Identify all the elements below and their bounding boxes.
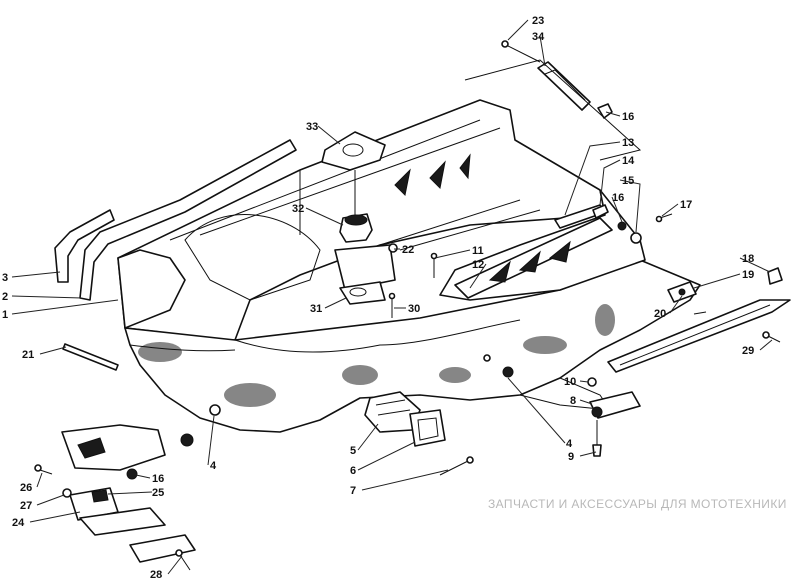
- callout-23: 23: [532, 15, 544, 27]
- lower-left-bracket: [34, 404, 221, 571]
- callout-11: 11: [472, 245, 484, 257]
- callout-21: 21: [22, 349, 34, 361]
- callout-33: 33: [306, 121, 318, 133]
- rod: [62, 343, 119, 371]
- callout-3: 3: [2, 272, 8, 284]
- callout-16: 16: [612, 192, 624, 204]
- callout-29: 29: [742, 345, 754, 357]
- callout-14: 14: [622, 155, 635, 167]
- top-bracket: [464, 40, 642, 161]
- callout-4: 4: [566, 438, 573, 450]
- callout-9: 9: [568, 451, 574, 463]
- callout-25: 25: [152, 487, 164, 499]
- callout-1: 1: [2, 309, 8, 321]
- callout-27: 27: [20, 500, 32, 512]
- callout-28: 28: [150, 569, 162, 581]
- callout-16: 16: [152, 473, 164, 485]
- watermark-logo: [486, 505, 786, 545]
- side-grille: [454, 217, 613, 299]
- callout-19: 19: [742, 269, 754, 281]
- watermark-caption: ЗАПЧАСТИ И АКСЕССУАРЫ ДЛЯ МОТОТЕХНИКИ: [488, 497, 787, 511]
- callout-30: 30: [408, 303, 420, 315]
- callout-31: 31: [310, 303, 322, 315]
- belly-pan: [117, 99, 701, 433]
- callout-10: 10: [564, 376, 576, 388]
- lower-center-parts: [364, 354, 641, 476]
- callout-5: 5: [350, 445, 356, 457]
- right-latch: [607, 267, 791, 373]
- callout-18: 18: [742, 253, 754, 265]
- callout-4: 4: [210, 460, 217, 472]
- callout-15: 15: [622, 175, 634, 187]
- callout-13: 13: [622, 137, 634, 149]
- steering-post-assembly: [321, 131, 396, 305]
- leader-lines: [11, 19, 773, 575]
- callout-20: 20: [654, 308, 666, 320]
- callout-2: 2: [2, 291, 8, 303]
- callout-6: 6: [350, 465, 356, 477]
- callout-12: 12: [472, 259, 484, 271]
- deck-fasteners: [388, 243, 438, 318]
- right-fasteners: [554, 204, 673, 244]
- callout-22: 22: [402, 244, 414, 256]
- callout-labels: 23 34 16 33 13 14 15 16 17 32 22 11 12 1…: [2, 15, 754, 581]
- callout-16: 16: [622, 111, 634, 123]
- callout-8: 8: [570, 395, 576, 407]
- callout-7: 7: [350, 485, 356, 497]
- callout-24: 24: [12, 517, 25, 529]
- callout-32: 32: [292, 203, 304, 215]
- callout-26: 26: [20, 482, 32, 494]
- callout-17: 17: [680, 199, 692, 211]
- callout-34: 34: [532, 31, 545, 43]
- side-rails: [54, 139, 297, 301]
